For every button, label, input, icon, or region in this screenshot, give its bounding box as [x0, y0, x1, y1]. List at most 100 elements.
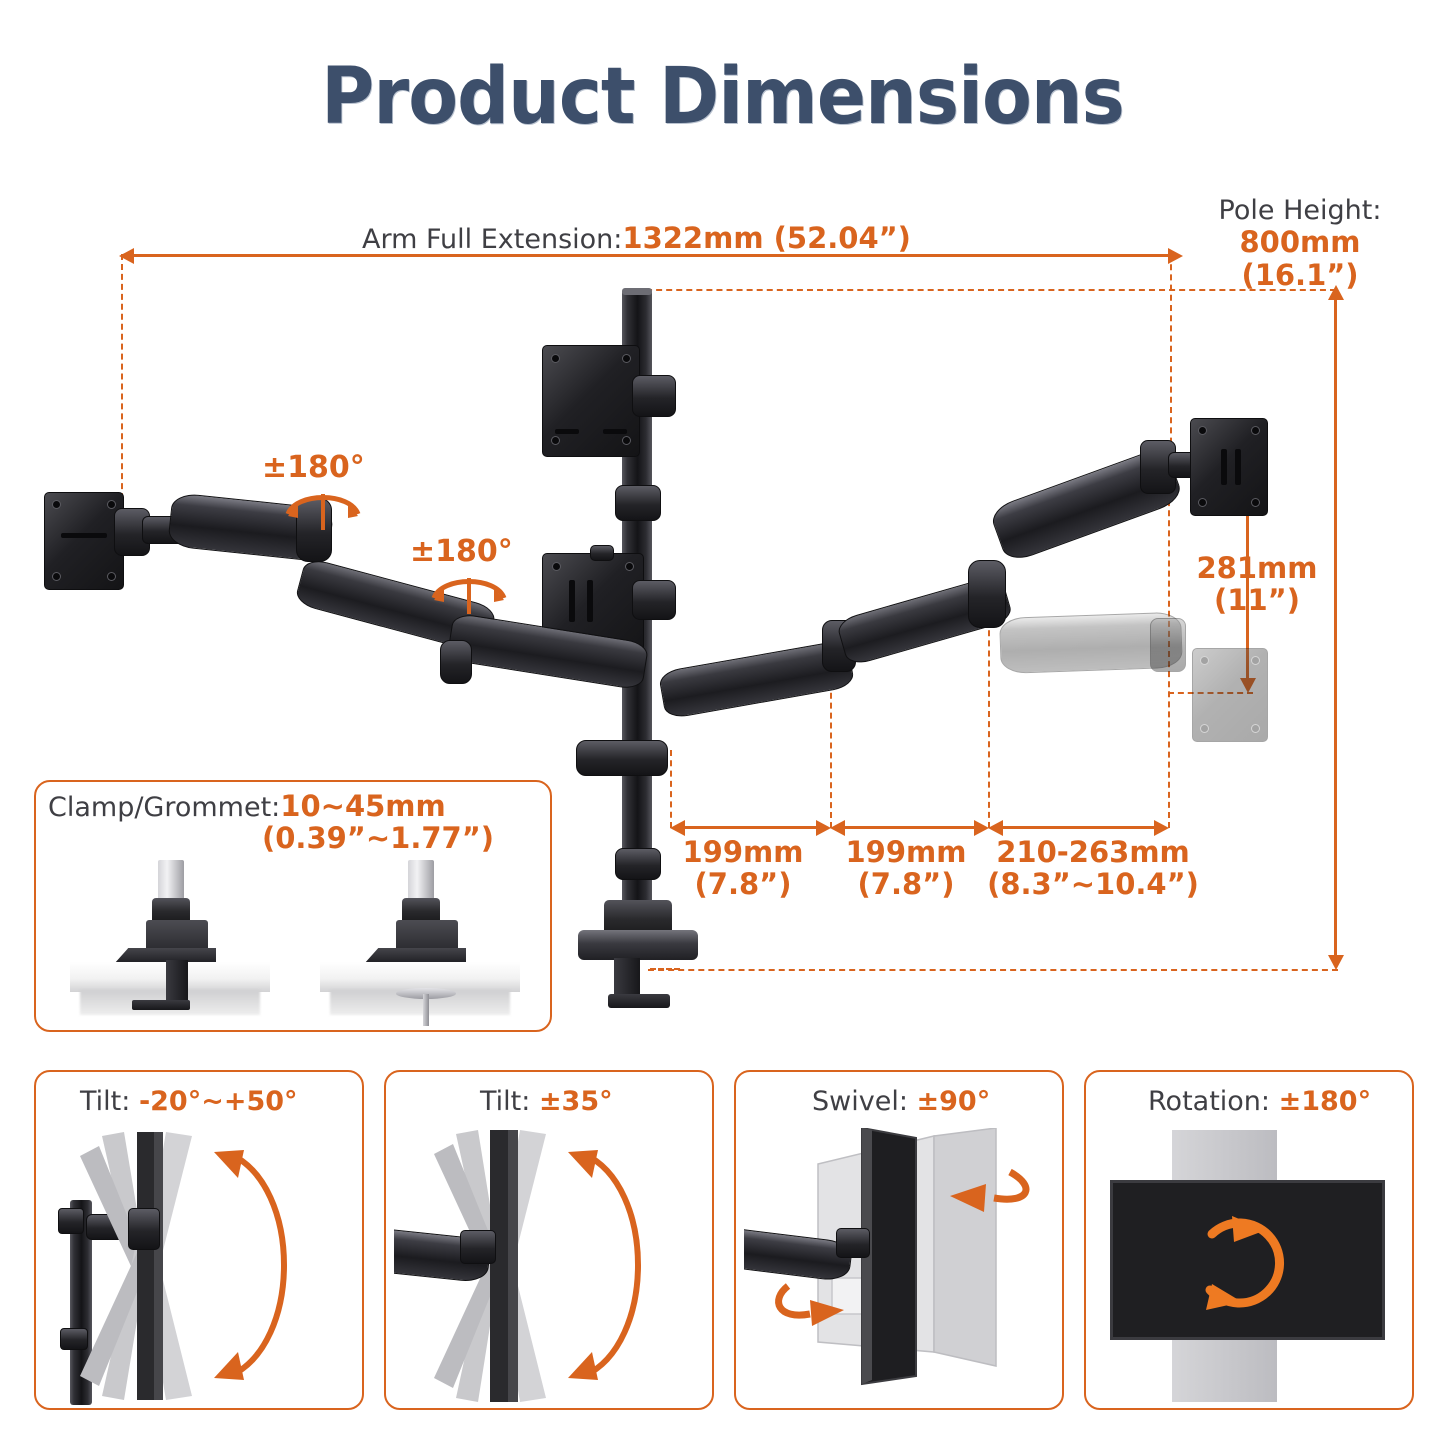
- vesa-plate-right: [1190, 418, 1268, 516]
- panel-swivel-label: Swivel:: [812, 1086, 917, 1117]
- span-tick-3: [1168, 470, 1170, 828]
- arm-extension-extension-left: [121, 254, 123, 519]
- rotation-arrows-icon: [1205, 1216, 1285, 1310]
- span-arrow-1-left: [830, 820, 845, 836]
- tilt-head-pole-clamp: [58, 1208, 84, 1234]
- pole-height-top-extension: [636, 289, 1336, 291]
- panel-tilt-arm-label: Tilt:: [480, 1086, 539, 1117]
- clamp-collar: [152, 898, 190, 924]
- clamp-flange: [114, 948, 216, 964]
- panel-tilt-arm-value: ±35°: [538, 1086, 613, 1117]
- panel-swivel-title: Swivel: ±90°: [812, 1086, 990, 1117]
- panel-tilt-head-title: Tilt: -20°~+50°: [80, 1086, 298, 1117]
- pole-height-arrow-up: [1328, 285, 1344, 300]
- clamp-grommet-label: Clamp/Grommet:10~45mm: [48, 790, 446, 823]
- rotation-monitor-landscape: [1110, 1180, 1385, 1340]
- grommet-desk-surface: [320, 962, 520, 992]
- tilt-head-monitor-fan-icon: [80, 1132, 287, 1400]
- tilt-arm-illustration: [394, 1130, 706, 1405]
- pole-height-bottom-extension: [648, 969, 1338, 971]
- clamp-pole-stub: [158, 860, 184, 902]
- grommet-illustration: [320, 860, 520, 1026]
- panel-tilt-head-value: -20°~+50°: [138, 1086, 298, 1117]
- pole-height-value-mm: 800mm: [1239, 225, 1361, 260]
- span-arrow-0-right: [816, 820, 831, 836]
- arm-extension-measure-line: [133, 254, 1168, 257]
- span-0-mm: 199mm: [682, 835, 804, 869]
- span-arrow-1-right: [974, 820, 989, 836]
- left-base-joint: [440, 640, 472, 684]
- panel-rotation-title: Rotation: ±180°: [1148, 1086, 1371, 1117]
- page-title: Product Dimensions: [321, 52, 1125, 142]
- span-line-1: [844, 826, 974, 829]
- left-elbow-joint: [296, 498, 332, 562]
- left-pole-collar: [576, 740, 668, 776]
- rotation-illustration: [1094, 1130, 1406, 1405]
- panel-tilt-head-label: Tilt:: [80, 1086, 139, 1117]
- travel-bottom-extension: [1168, 692, 1253, 694]
- clamp-grommet-value-mm: 10~45mm: [280, 789, 446, 823]
- clamp-grommet-value-in: (0.39”~1.77”): [262, 821, 495, 855]
- travel-value-mm: 281mm: [1196, 551, 1318, 585]
- grommet-washer: [396, 988, 456, 999]
- pole-height-measure-line: [1334, 298, 1337, 960]
- travel-arrow-down: [1240, 678, 1256, 693]
- panel-swivel-value: ±90°: [916, 1086, 991, 1117]
- pole-height-value-in: (16.1”): [1241, 257, 1359, 292]
- tilt-head-illustration: [44, 1130, 356, 1405]
- tilt-head-pole: [70, 1200, 92, 1405]
- tilt-head-bracket: [128, 1208, 160, 1250]
- arm-extension-extension-right: [1170, 254, 1172, 464]
- grommet-pole-stub: [408, 860, 434, 902]
- arm-extension-label-text: Arm Full Extension:: [362, 224, 623, 255]
- panel-rotation-value: ±180°: [1278, 1086, 1372, 1117]
- clamp-grommet-label-text: Clamp/Grommet:: [48, 792, 281, 823]
- span-line-2: [1002, 826, 1154, 829]
- swivel-arrows-icon: [775, 1168, 1030, 1326]
- rotation-arrow-left-icon: [285, 494, 361, 530]
- span-2-in: (8.3”~10.4”): [987, 867, 1199, 902]
- pole-height-label: Pole Height: 800mm (16.1”): [1210, 195, 1390, 292]
- rotation-label-mid: ±180°: [410, 534, 513, 569]
- travel-measure-line: [1246, 472, 1249, 680]
- right-mid-joint: [968, 560, 1006, 628]
- vesa-bracket-lower: [632, 580, 676, 620]
- rotation-arrow-mid-icon: [431, 578, 507, 614]
- span-tick-0: [670, 750, 672, 828]
- vesa-knob-lower: [590, 545, 614, 561]
- swivel-illustration: [744, 1128, 1056, 1408]
- arm-extension-value: 1322mm (52.04”): [622, 221, 911, 255]
- span-1-in: (7.8”): [857, 867, 955, 902]
- travel-value-in: (11”): [1214, 583, 1300, 618]
- vesa-plate-right-ghost: [1192, 648, 1268, 742]
- clamp-base-lip: [608, 994, 670, 1008]
- span-tick-1: [830, 643, 832, 828]
- rotation-label-left: ±180°: [262, 450, 365, 485]
- clamp-base-plate: [578, 930, 698, 960]
- vesa-plate-left: [44, 492, 124, 590]
- grommet-collar: [402, 898, 440, 924]
- span-line-0: [684, 826, 816, 829]
- span-label-1: 199mm (7.8”): [818, 836, 994, 901]
- base-extension-line: [650, 968, 680, 970]
- pole-collar-mid: [615, 485, 661, 521]
- tilt-head-pole-clamp-lower: [60, 1328, 88, 1350]
- swivel-head-joint: [836, 1228, 870, 1258]
- span-label-0: 199mm (7.8”): [655, 836, 831, 901]
- arm-extension-label: Arm Full Extension:1322mm (52.04”): [362, 222, 911, 255]
- right-head-joint-ghost: [1150, 618, 1186, 672]
- grommet-bolt: [423, 994, 429, 1026]
- span-label-2: 210-263mm (8.3”~10.4”): [978, 836, 1208, 901]
- clamp-jaw-vertical: [166, 960, 188, 1008]
- span-tick-2: [988, 600, 990, 828]
- span-arrow-2-left: [988, 820, 1003, 836]
- vesa-plate-upper: [542, 345, 640, 457]
- pole-top-cap: [622, 288, 652, 295]
- pole-height-label-text: Pole Height:: [1218, 195, 1382, 226]
- clamp-jaw-foot: [132, 1000, 190, 1010]
- span-0-in: (7.8”): [694, 867, 792, 902]
- grommet-flange: [364, 948, 466, 964]
- tilt-arm-head-joint: [460, 1230, 496, 1264]
- panel-rotation-label: Rotation:: [1148, 1086, 1279, 1117]
- travel-label: 281mm (11”): [1192, 552, 1322, 617]
